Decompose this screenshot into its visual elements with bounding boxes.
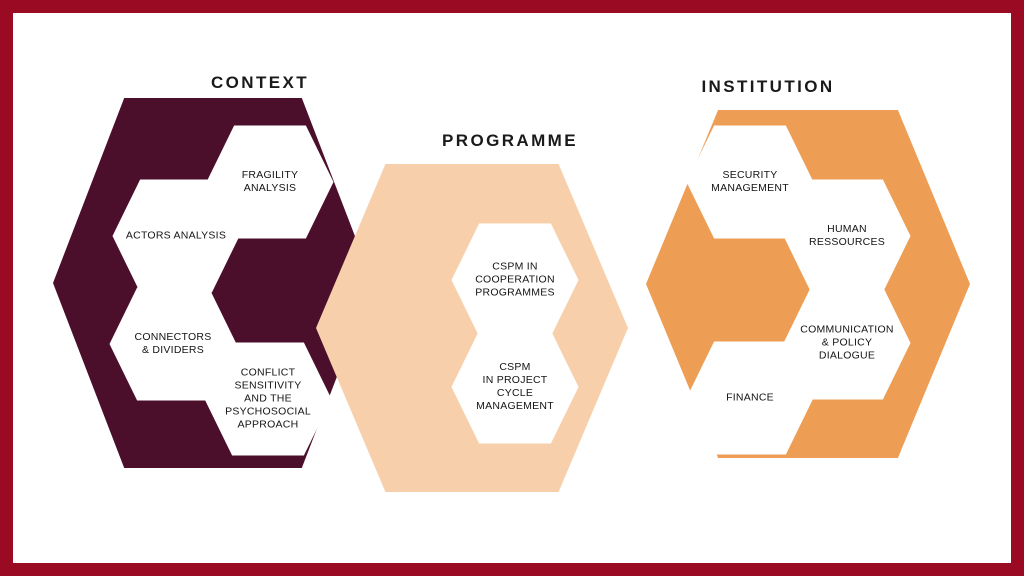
group-hexagon-programme bbox=[316, 164, 628, 492]
cell-hexagon-security-management bbox=[689, 128, 811, 236]
group-title-context: CONTEXT bbox=[210, 73, 310, 92]
group-title-institution: INSTITUTION bbox=[701, 77, 835, 96]
cell-hexagon-fragility-analysis bbox=[209, 128, 331, 236]
cell-hexagon-conflict-sensitivity bbox=[207, 345, 329, 453]
cell-hexagon-cspm-cooperation-programmes bbox=[454, 226, 576, 334]
cell-hexagon-finance bbox=[689, 344, 811, 452]
cell-hexagon-cspm-project-cycle-management bbox=[454, 333, 576, 441]
cell-hexagon-connectors-dividers bbox=[112, 290, 234, 398]
cell-hexagon-communication-policy-dialogue bbox=[786, 289, 908, 397]
cell-hexagon-actors-analysis bbox=[115, 182, 237, 290]
cell-hexagon-human-ressources bbox=[786, 182, 908, 290]
group-title-programme: PROGRAMME bbox=[442, 131, 578, 150]
